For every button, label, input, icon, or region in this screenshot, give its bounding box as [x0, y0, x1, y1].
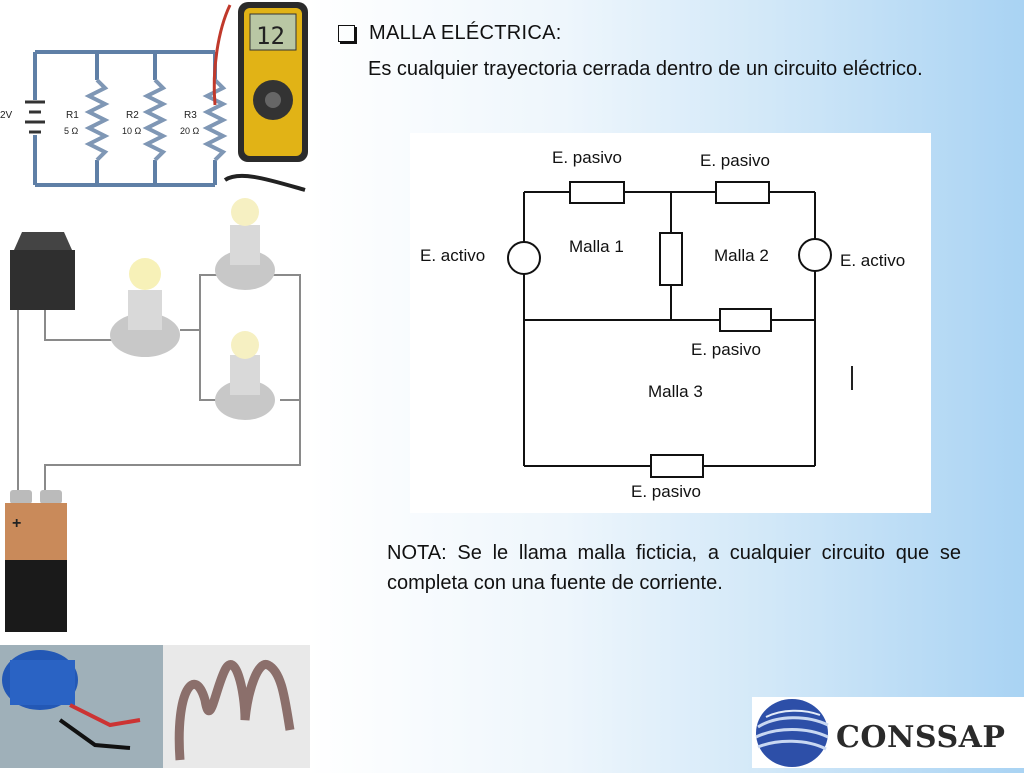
- bulb-circuit-wires: [17, 274, 301, 505]
- parallel-circuit: [33, 50, 217, 187]
- source-right: [798, 238, 832, 272]
- passive-resistors: [569, 181, 772, 478]
- label-passive-middle: E. pasivo: [691, 340, 761, 359]
- bulb-middle: [110, 258, 180, 357]
- conssap-logo: [752, 697, 1024, 768]
- label-passive-top-left: E. pasivo: [552, 148, 622, 167]
- label-active-left: E. activo: [420, 246, 485, 265]
- label-mesh-1: Malla 1: [569, 237, 624, 256]
- circuit-illustrations: 2V R1 5 Ω R2 10 Ω R3 20 Ω 12: [0, 2, 310, 768]
- conssap-logo-text: CONSSAP: [836, 720, 1006, 755]
- circuit-wires: [523, 191, 816, 467]
- note-text: NOTA: Se le llama malla ficticia, a cual…: [387, 542, 961, 594]
- r1-label: R1: [66, 110, 79, 121]
- label-passive-bottom: E. pasivo: [631, 482, 701, 501]
- resistor-top-left: [569, 181, 625, 204]
- definition-text: Es cualquier trayectoria cerrada dentro …: [368, 58, 923, 80]
- r1-value: 5 Ω: [64, 126, 79, 136]
- mesh-circuit-diagram: E. pasivo E. pasivo E. activo Malla 1 Ma…: [410, 133, 931, 513]
- multimeter-illustration: 12: [212, 2, 308, 192]
- bulb-top: [215, 198, 275, 290]
- source-left: [507, 241, 541, 275]
- r3-label: R3: [184, 110, 197, 121]
- active-sources: [507, 238, 832, 275]
- nine-volt-battery: +: [5, 490, 67, 632]
- heading-text: MALLA ELÉCTRICA:: [369, 22, 562, 44]
- r2-value: 10 Ω: [122, 126, 142, 136]
- bulb-bottom: [215, 331, 275, 420]
- label-mesh-3: Malla 3: [648, 382, 703, 401]
- label-mesh-2: Malla 2: [714, 246, 769, 265]
- rocker-switch: [10, 232, 75, 310]
- resistor-center-vertical: [659, 232, 683, 286]
- battery-voltage-label: 2V: [0, 110, 13, 121]
- resistor-bottom: [650, 454, 704, 478]
- resistor-middle: [719, 308, 772, 332]
- label-active-right: E. activo: [840, 251, 905, 270]
- multimeter-reading: 12: [256, 22, 285, 50]
- globe-logo-icon: [755, 699, 829, 767]
- text-cursor: [851, 366, 853, 390]
- mesh-circuit-svg: E. pasivo E. pasivo E. activo Malla 1 Ma…: [420, 148, 905, 501]
- r3-value: 20 Ω: [180, 126, 200, 136]
- coil-spring-photo: [163, 645, 310, 768]
- capacitor-photo: [0, 645, 163, 768]
- battery-plus-sign: +: [12, 515, 21, 532]
- resistor-zigzags: [84, 78, 228, 162]
- label-passive-top-right: E. pasivo: [700, 151, 770, 170]
- left-illustrations: 2V R1 5 Ω R2 10 Ω R3 20 Ω 12: [0, 0, 310, 768]
- battery-symbol: [25, 100, 45, 134]
- resistor-top-right: [715, 181, 770, 204]
- checkbox-bullet-icon: [338, 25, 355, 42]
- r2-label: R2: [126, 110, 139, 121]
- section-heading: MALLA ELÉCTRICA:: [338, 22, 562, 45]
